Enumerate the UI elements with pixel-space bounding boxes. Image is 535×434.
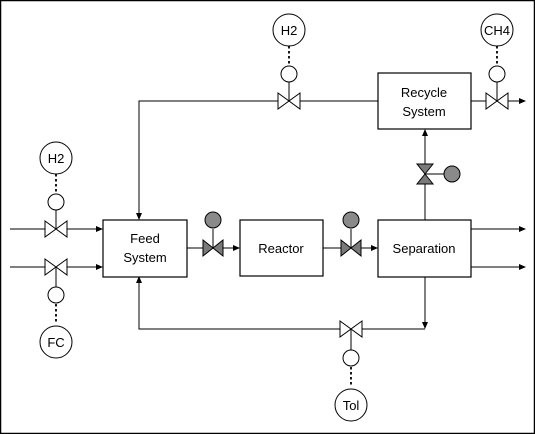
recycle-system-label-line1: Recycle xyxy=(401,85,447,100)
ch4-controller-label: CH4 xyxy=(484,23,510,38)
recycle-purge-arrow xyxy=(519,98,526,104)
bottom-loop-line xyxy=(138,282,425,330)
inlet-stream-h2-arrow xyxy=(96,226,103,232)
feed-system-label-line2: System xyxy=(123,250,166,265)
valve-fc xyxy=(44,258,68,276)
actuated-valve-separation-recycle xyxy=(415,163,461,185)
separation-label: Separation xyxy=(393,241,456,256)
recycle-system-box: Recycle System xyxy=(377,72,472,130)
separation-outlet-top-arrow xyxy=(519,226,526,232)
recycle-system-label-line2: System xyxy=(402,104,445,119)
tol-positioner xyxy=(342,349,360,367)
feed-system-label-line1: Feed xyxy=(130,231,160,246)
separation-outlet-bottom-arrow xyxy=(519,264,526,270)
tol-controller xyxy=(334,388,368,422)
reactor-label: Reactor xyxy=(258,241,304,256)
valve-ch4 xyxy=(485,92,509,110)
h2-left-controller-label: H2 xyxy=(48,151,65,166)
ch4-controller xyxy=(480,13,514,47)
h2-top-positioner xyxy=(280,65,298,83)
valve-h2-left xyxy=(44,220,68,238)
recycle-to-feed-arrow xyxy=(136,213,142,220)
valve-tol xyxy=(339,320,363,338)
bottom-recycle-down-arrow xyxy=(422,322,428,329)
reactor-box: Reactor xyxy=(239,219,324,277)
fc-positioner xyxy=(47,286,65,304)
h2-top-controller-label: H2 xyxy=(281,23,298,38)
separation-to-recycle-arrow xyxy=(422,129,428,136)
bottom-recycle-up-arrow xyxy=(136,276,142,283)
valve-h2-top xyxy=(277,92,301,110)
actuated-valve-reactor-separation xyxy=(340,211,362,258)
actuator-feed-reactor xyxy=(204,211,222,229)
recycle-to-feed-stream xyxy=(138,100,378,214)
reactor-to-separation-arrow xyxy=(371,245,378,251)
fc-controller-label: FC xyxy=(47,335,64,350)
separation-box: Separation xyxy=(377,219,472,278)
tol-controller-label: Tol xyxy=(343,398,360,413)
inlet-stream-fc-arrow xyxy=(96,264,103,270)
actuator-separation-recycle xyxy=(443,165,461,183)
fc-controller xyxy=(39,325,73,359)
feed-system-box: Feed System xyxy=(102,219,188,278)
feed-to-reactor-arrow xyxy=(233,245,240,251)
h2-left-positioner xyxy=(47,193,65,211)
h2-top-controller xyxy=(272,13,306,47)
actuator-reactor-separation xyxy=(342,211,360,229)
h2-left-controller xyxy=(39,141,73,175)
actuated-valve-feed-reactor xyxy=(202,211,224,258)
ch4-positioner xyxy=(488,65,506,83)
